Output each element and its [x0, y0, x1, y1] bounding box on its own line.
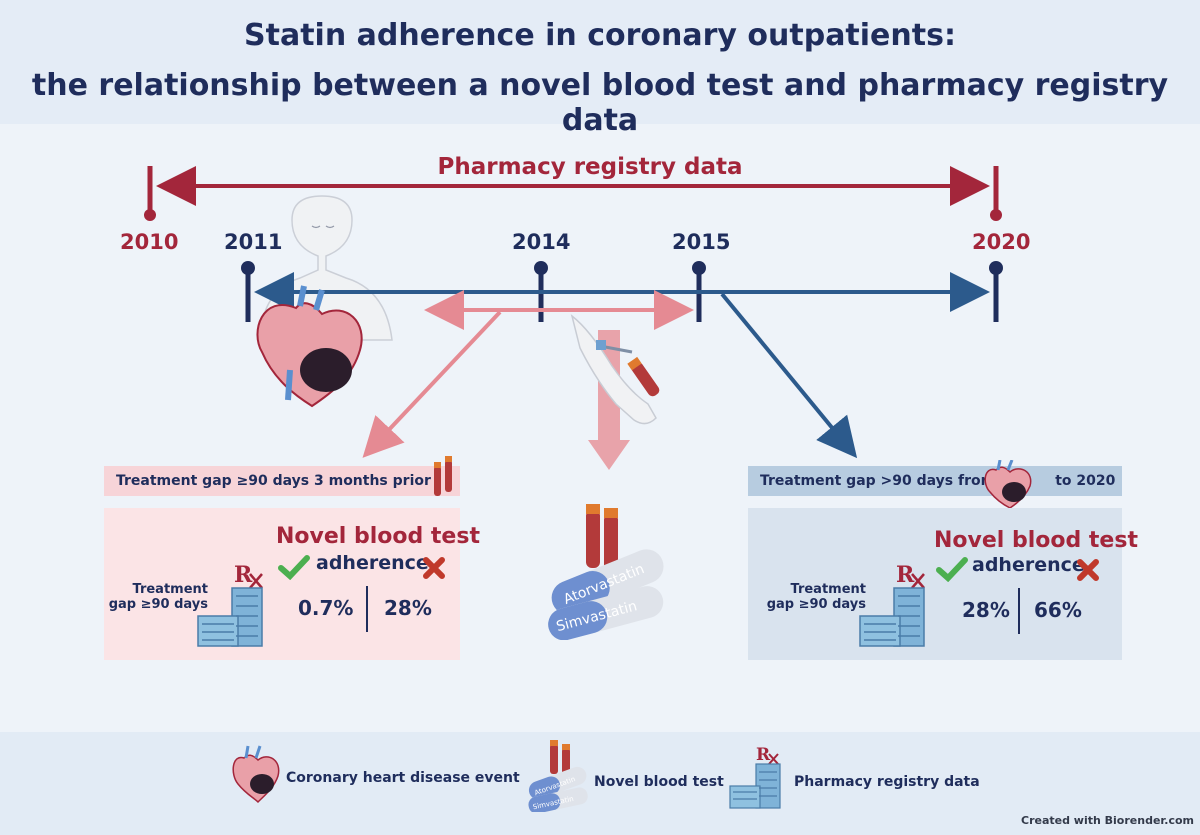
left-pct-adherent: 0.7% — [298, 596, 354, 620]
cross-icon — [423, 557, 445, 579]
pharmacy-registry-label: Pharmacy registry data — [437, 154, 743, 180]
right-novel-blood-test-title: Novel blood test — [934, 528, 1138, 553]
right-panel — [748, 508, 1122, 660]
right-gap-line-1: Treatment — [790, 582, 867, 597]
right-gap-line-2: gap ≥90 days — [766, 597, 866, 612]
right-adherence-label: adherence — [972, 554, 1085, 576]
statin-pills-graphic: Atorvastatin Simvastatin — [548, 504, 664, 640]
year-2014: 2014 — [512, 230, 571, 254]
legend-pharmacy-label: Pharmacy registry data — [794, 774, 980, 790]
right-pct-nonadherent: 66% — [1034, 598, 1082, 622]
legend-heart-label: Coronary heart disease event — [286, 770, 520, 786]
left-gap-line-1: Treatment — [132, 582, 209, 597]
cross-icon — [1077, 559, 1099, 581]
left-adherence-label: adherence — [316, 552, 429, 574]
right-pct-adherent: 28% — [962, 598, 1010, 622]
check-icon — [278, 555, 310, 580]
blood-tube-icon — [434, 456, 452, 496]
title-line-1: Statin adherence in coronary outpatients… — [244, 18, 956, 53]
left-panel-header: Treatment gap ≥90 days 3 months prior — [104, 466, 460, 496]
legend-band — [0, 732, 1200, 835]
right-panel-header-text-post: to 2020 — [1055, 473, 1116, 489]
left-gap-line-2: gap ≥90 days — [108, 597, 208, 612]
left-treatment-gap-label: Treatment gap ≥90 days — [108, 582, 208, 612]
left-panel-header-text: Treatment gap ≥90 days 3 months prior — [116, 473, 431, 489]
svg-text:R: R — [756, 745, 771, 765]
year-2011: 2011 — [224, 230, 283, 254]
right-panel-header-text-pre: Treatment gap >90 days from — [760, 473, 996, 489]
biorender-credit: Created with Biorender.com — [1021, 814, 1194, 827]
pharmacy-icon-legend: R — [729, 745, 781, 809]
left-pct-nonadherent: 28% — [384, 596, 432, 620]
timeline-diagram — [144, 166, 1003, 470]
legend-blood-label: Novel blood test — [594, 774, 724, 790]
arm-figure — [570, 314, 660, 425]
year-2010: 2010 — [120, 230, 179, 254]
check-icon — [936, 557, 968, 582]
year-2015: 2015 — [672, 230, 731, 254]
right-panel-header: Treatment gap >90 days from to 2020 — [748, 466, 1122, 496]
title-band — [0, 0, 1200, 124]
blood-test-icon-legend: Atorvastatin Simvastatin — [528, 740, 588, 812]
svg-text:R: R — [896, 562, 915, 588]
year-2020: 2020 — [972, 230, 1031, 254]
left-divider — [366, 586, 368, 632]
right-divider — [1018, 588, 1020, 634]
heart-icon-small — [984, 460, 1032, 509]
left-panel — [104, 508, 460, 660]
svg-text:R: R — [234, 562, 253, 588]
pharmacy-building-icon: R — [197, 562, 263, 647]
title-line-2: the relationship between a novel blood t… — [31, 68, 1169, 138]
right-treatment-gap-label: Treatment gap ≥90 days — [766, 582, 866, 612]
left-novel-blood-test-title: Novel blood test — [276, 524, 480, 549]
pharmacy-building-icon: R — [859, 562, 925, 647]
heart-graphic-main — [256, 285, 363, 408]
heart-icon-legend — [232, 745, 280, 804]
